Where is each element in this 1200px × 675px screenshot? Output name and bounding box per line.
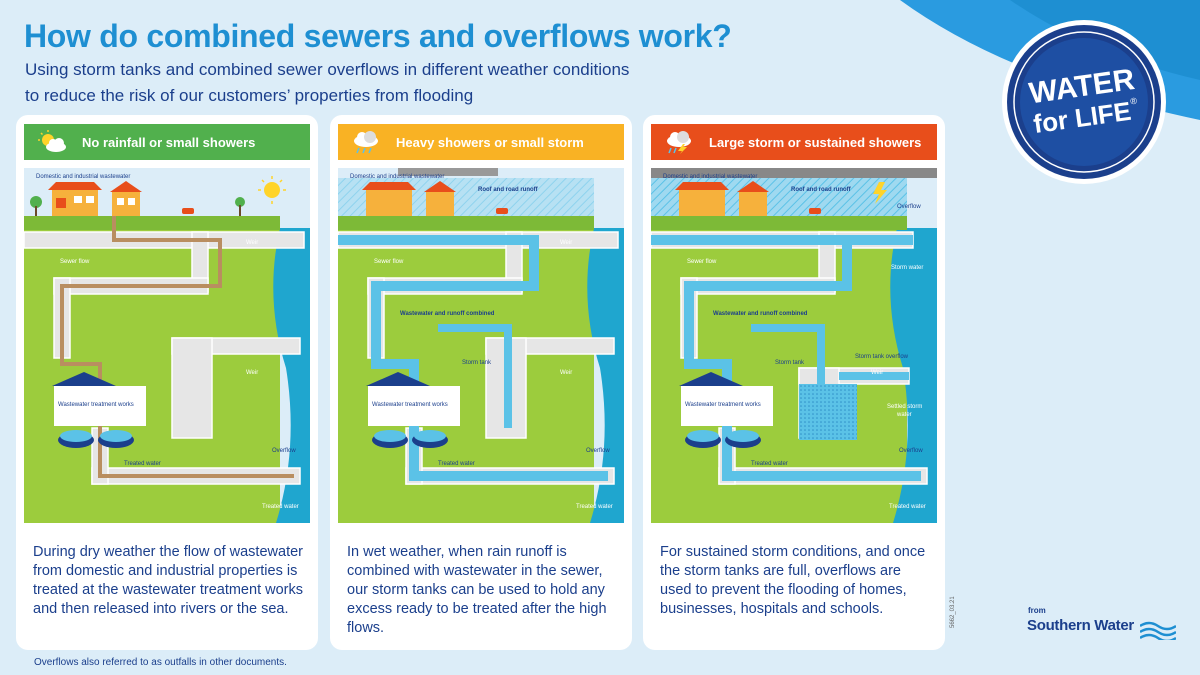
svg-text:Domestic and industrial wastew: Domestic and industrial wastewater [36,174,130,180]
svg-text:Roof and road runoff: Roof and road runoff [478,187,539,193]
svg-text:water: water [896,412,912,418]
rain-cloud-icon [354,131,378,154]
svg-text:Treated water: Treated water [889,504,926,510]
svg-text:Overflow: Overflow [899,448,923,454]
treatment-works [52,372,146,448]
svg-text:Sewer flow: Sewer flow [687,259,717,265]
treatment-works [366,372,460,448]
svg-text:Weir: Weir [560,370,572,376]
diagram-storm-weather: Domestic and industrial wastewater Roof … [651,168,937,523]
footnote: Overflows also referred to as outfalls i… [34,657,287,668]
svg-text:Domestic and industrial wastew: Domestic and industrial wastewater [350,174,444,180]
svg-text:Wastewater treatment works: Wastewater treatment works [685,402,761,408]
svg-text:Roof and road runoff: Roof and road runoff [791,187,852,193]
svg-text:Weir: Weir [871,370,883,376]
treatment-works [679,372,773,448]
svg-text:Storm tank: Storm tank [462,360,492,366]
svg-text:Wastewater treatment works: Wastewater treatment works [372,402,448,408]
svg-text:Treated water: Treated water [751,461,788,467]
panel-storm-weather: Large storm or sustained showers [643,115,945,650]
panel-heading: No rainfall or small showers [24,124,310,160]
panel-dry-weather: No rainfall or small showers [16,115,318,650]
panel-heading: Large storm or sustained showers [651,124,937,160]
svg-text:Treated water: Treated water [124,461,161,467]
panel-description: During dry weather the flow of wastewate… [33,544,303,617]
diagram-dry-weather: Domestic and industrial wastewater Weir … [24,168,310,523]
svg-text:Treated water: Treated water [576,504,613,510]
svg-text:Wastewater treatment works: Wastewater treatment works [58,402,134,408]
water-for-life-logo: WATER for LIFE ® [1002,20,1166,184]
panel-wet-weather: Heavy showers or small storm Domestic [330,115,632,650]
svg-text:Wastewater and runoff combined: Wastewater and runoff combined [713,311,808,317]
panel-description: For sustained storm conditions, and once… [660,544,926,617]
svg-text:Domestic and industrial wastew: Domestic and industrial wastewater [663,174,757,180]
svg-text:Storm tank: Storm tank [775,360,805,366]
svg-text:Treated water: Treated water [262,504,299,510]
svg-text:Storm water: Storm water [891,265,923,271]
diagram-wet-weather: Domestic and industrial wastewater Roof … [338,168,624,523]
svg-text:Weir: Weir [560,240,572,246]
svg-text:Wastewater and runoff combined: Wastewater and runoff combined [400,311,495,317]
panel-description: In wet weather, when rain runoff is comb… [347,544,607,636]
svg-text:®: ® [1130,96,1138,107]
svg-text:Overflow: Overflow [272,448,296,454]
brand-from: from [1028,606,1046,615]
storm-cloud-icon [667,131,691,154]
page-title: How do combined sewers and overflows wor… [24,18,732,54]
panel-heading: Heavy showers or small storm [338,124,624,160]
houses [30,181,245,216]
svg-text:Treated water: Treated water [438,461,475,467]
svg-text:Weir: Weir [246,370,258,376]
svg-text:Settled storm: Settled storm [887,404,922,410]
page-subtitle-line1: Using storm tanks and combined sewer ove… [25,60,630,79]
svg-text:Weir: Weir [246,240,258,246]
svg-text:Sewer flow: Sewer flow [374,259,404,265]
sun-cloud-icon [38,130,66,152]
page-subtitle-line2: to reduce the risk of our customers’ pro… [25,86,474,105]
southern-water-waves-icon [1140,621,1176,640]
svg-text:Overflow: Overflow [897,204,921,210]
document-code: 5662_03.21 [950,596,956,628]
svg-text:Storm tank overflow: Storm tank overflow [855,354,909,360]
svg-text:Overflow: Overflow [586,448,610,454]
sun-icon [258,176,286,204]
svg-text:Sewer flow: Sewer flow [60,259,90,265]
brand-name: Southern Water [1027,617,1134,634]
